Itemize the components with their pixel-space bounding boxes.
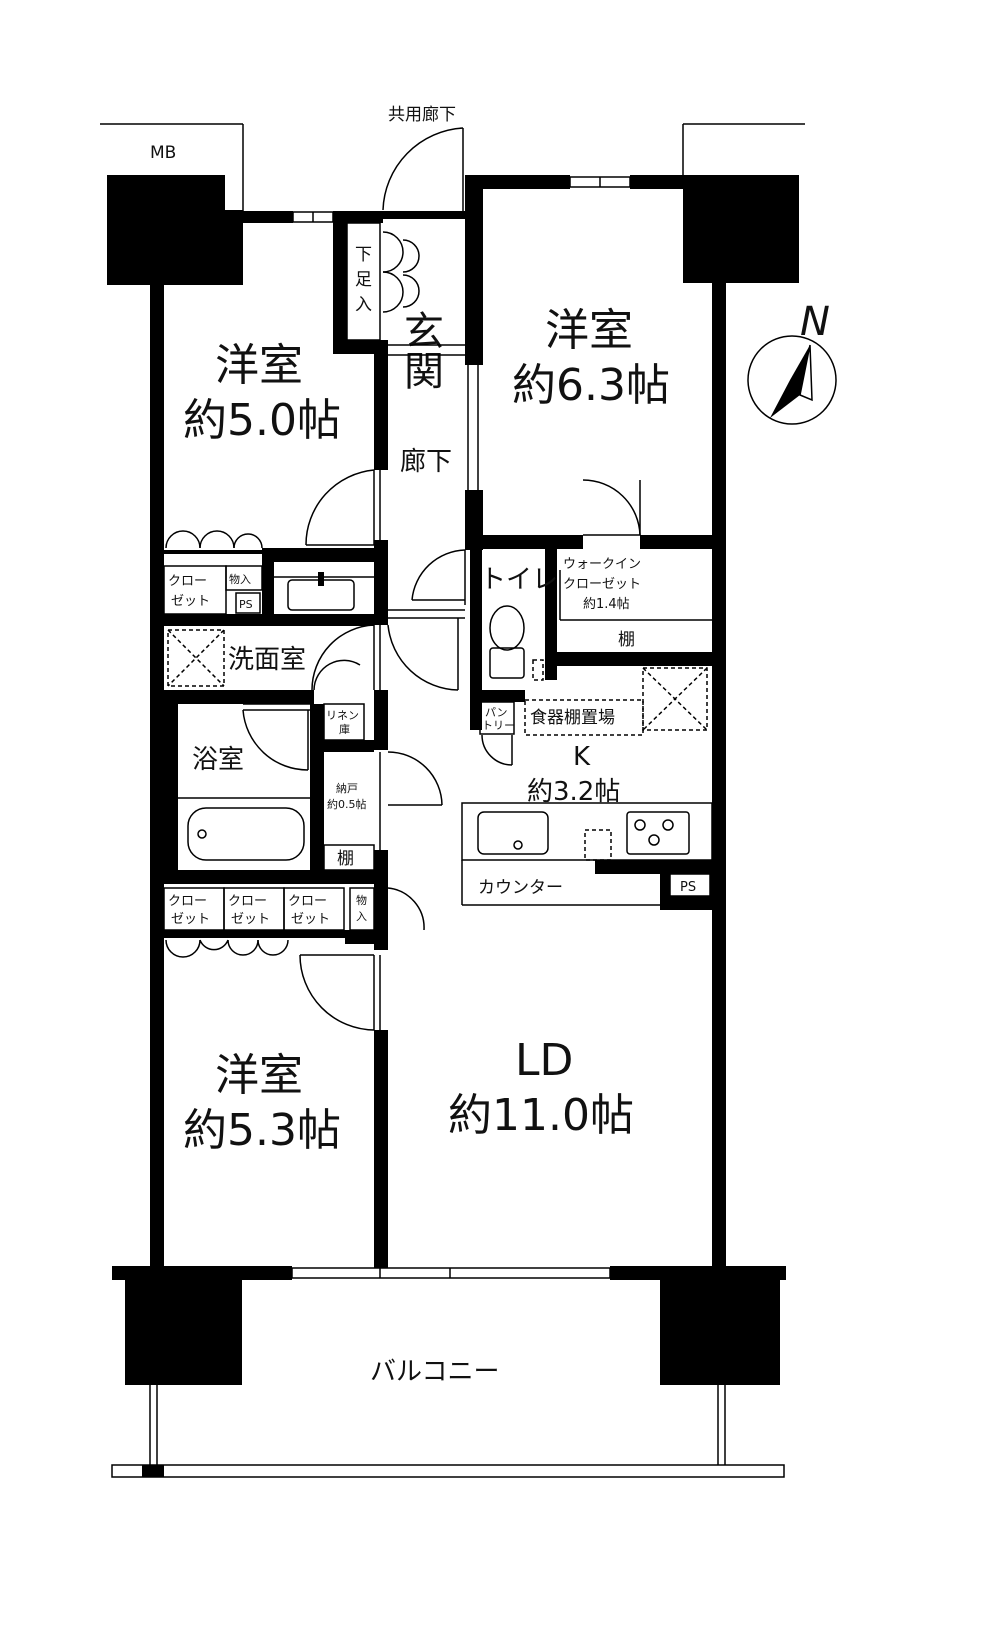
closets-western3: クロー ゼット クロー ゼット クロー ゼット 物 入 — [163, 887, 375, 931]
kitchen-area: 約3.2帖 — [527, 777, 620, 807]
room-kitchen: K 約3.2帖 — [527, 742, 620, 807]
balcony-label: バルコニー — [370, 1357, 499, 1387]
shoe-box-char-1: 下 — [355, 245, 372, 265]
linen-line1: リネン — [326, 709, 359, 722]
shoe-box-char-3: 入 — [355, 295, 372, 315]
pantry-line1: パン — [485, 706, 508, 719]
room-western-1: 洋室 約5.0帖 — [183, 340, 341, 446]
windows — [291, 176, 631, 1279]
hall-door-ld[interactable] — [387, 609, 465, 691]
ps-w1-label: PS — [239, 598, 253, 611]
storage-closet-shelf: 棚 — [337, 849, 354, 869]
washroom-door[interactable] — [311, 624, 381, 691]
pillar-top-left — [107, 175, 225, 285]
western3-closet-doors[interactable] — [165, 939, 289, 958]
ps-kitchen-label: PS — [680, 880, 696, 895]
room-western-2: 洋室 約6.3帖 — [512, 305, 670, 411]
closet-a-line1: クロー — [168, 894, 207, 909]
shoe-box-doors[interactable] — [382, 231, 420, 313]
toilet-door[interactable] — [411, 549, 466, 605]
pantry: パン トリー — [479, 701, 515, 766]
walkin-area: 約1.4帖 — [583, 597, 630, 612]
bathtub — [178, 797, 310, 861]
washroom-label: 洗面室 — [228, 645, 306, 675]
storage-w3-door[interactable] — [387, 887, 425, 931]
north-label: N — [800, 299, 830, 345]
storage-w1-label: 物入 — [229, 572, 251, 586]
washing-machine-space — [167, 629, 225, 687]
closet-w1-line1: クロー — [168, 574, 207, 589]
shoe-box-char-2: 足 — [355, 270, 372, 290]
balcony: バルコニー — [111, 1357, 785, 1478]
closet-w1-line2: ゼット — [171, 594, 210, 609]
room-western-3: 洋室 約5.3帖 — [183, 1050, 341, 1156]
western2-name: 洋室 — [545, 305, 633, 356]
dish-shelf-space: 食器棚置場 — [524, 699, 644, 736]
linen-line2: 庫 — [339, 722, 350, 736]
western1-area: 約5.0帖 — [183, 395, 341, 446]
kitchen-name: K — [573, 742, 591, 772]
closet-b-line1: クロー — [228, 894, 267, 909]
hallway-label: 廊下 — [400, 447, 452, 477]
storage-western1: 物入 PS — [225, 565, 263, 614]
pillar-top-right — [683, 175, 799, 283]
storage-closet-door[interactable] — [379, 751, 443, 850]
mb-label: MB — [150, 143, 176, 163]
western3-name: 洋室 — [215, 1050, 303, 1101]
closet-western1: クロー ゼット — [163, 565, 227, 615]
pillar-bottom-right — [660, 1270, 780, 1385]
western3-door[interactable] — [299, 954, 381, 1031]
kitchen-counter: カウンター PS — [461, 802, 713, 906]
western1-door[interactable] — [305, 469, 381, 546]
storage-w3-char-2: 入 — [356, 910, 367, 923]
closet-a-line2: ゼット — [171, 912, 210, 927]
toilet-label: トイレ — [480, 565, 558, 595]
walkin-line2: クローゼット — [563, 577, 641, 592]
western1-name: 洋室 — [215, 340, 303, 391]
north-compass: N — [747, 299, 837, 425]
pantry-line2: トリー — [482, 719, 515, 732]
ld-name: LD — [515, 1035, 573, 1086]
linen-storage: リネン 庫 — [323, 703, 365, 741]
closet-c-line2: ゼット — [291, 912, 330, 927]
counter-label: カウンター — [478, 878, 563, 898]
entrance-label: 玄関 — [397, 310, 443, 390]
storage-closet-area: 約0.5帖 — [327, 797, 367, 811]
common-corridor-label: 共用廊下 — [388, 105, 456, 125]
western2-door[interactable] — [582, 479, 641, 536]
walls — [112, 175, 786, 1280]
storage-closet-name: 納戸 — [336, 782, 358, 795]
closet-b-line2: ゼット — [231, 912, 270, 927]
walkin-shelf: 棚 — [618, 630, 635, 650]
pillar-bottom-left — [125, 1270, 242, 1385]
storage-w3-char-1: 物 — [356, 893, 367, 907]
western3-area: 約5.3帖 — [183, 1105, 341, 1156]
ld-area: 約11.0帖 — [448, 1090, 634, 1141]
closet-c-line1: クロー — [288, 894, 327, 909]
shoe-box: 下 足 入 — [346, 222, 381, 341]
bathroom-label: 浴室 — [192, 745, 244, 775]
entrance-door[interactable] — [382, 127, 464, 215]
storage-closet: 納戸 約0.5帖 棚 — [323, 782, 375, 871]
dish-shelf-label: 食器棚置場 — [530, 708, 615, 728]
mb-area: MB — [100, 123, 244, 215]
walkin-line1: ウォークイン — [563, 557, 641, 572]
room-ld: LD 約11.0帖 — [448, 1035, 634, 1141]
fridge-space — [642, 667, 708, 731]
toilet-fixture — [489, 605, 544, 681]
washroom-vanity — [274, 572, 374, 611]
walkin-closet: ウォークイン クローゼット 約1.4帖 棚 — [559, 557, 712, 650]
western1-closet-doors[interactable] — [165, 530, 263, 549]
bathroom-door[interactable] — [242, 703, 310, 771]
western2-area: 約6.3帖 — [512, 360, 670, 411]
